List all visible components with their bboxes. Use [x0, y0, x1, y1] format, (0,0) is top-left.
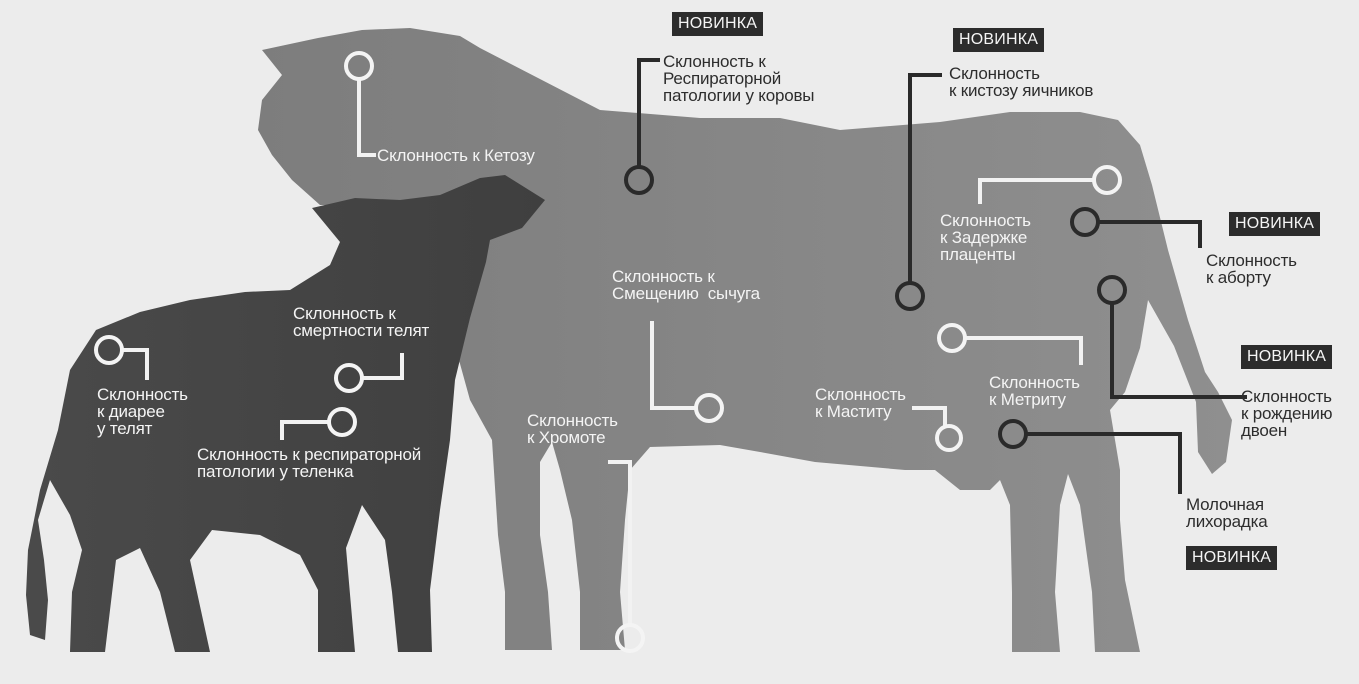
label-twins: Склонность к рождению двоен: [1241, 388, 1332, 439]
label-milk-fever: Молочная лихорадка: [1186, 496, 1267, 530]
label-mastitis: Склонность к Маститу: [815, 386, 906, 420]
label-lameness: Склонность к Хромоте: [527, 412, 618, 446]
label-placenta: Склонность к Задержке плаценты: [940, 212, 1031, 263]
new-badge-twins: НОВИНКА: [1241, 345, 1332, 369]
label-metritis: Склонность к Метриту: [989, 374, 1080, 408]
label-abortion: Склонность к аборту: [1206, 252, 1297, 286]
label-abomasum: Склонность к Смещению сычуга: [612, 268, 760, 302]
label-ovarian-cyst: Склонность к кистозу яичников: [949, 65, 1093, 99]
new-badge-ovarian-cyst: НОВИНКА: [953, 28, 1044, 52]
label-calf-diarrhea: Склонность к диарее у телят: [97, 386, 188, 437]
label-calf-resp: Склонность к респираторной патологии у т…: [197, 446, 421, 480]
new-badge-resp-cow: НОВИНКА: [672, 12, 763, 36]
label-resp-cow: Склонность к Респираторной патологии у к…: [663, 53, 814, 104]
label-ketosis: Склонность к Кетозу: [377, 147, 535, 164]
new-badge-milk-fever: НОВИНКА: [1186, 546, 1277, 570]
label-calf-mortality: Склонность к смертности телят: [293, 305, 429, 339]
new-badge-abortion: НОВИНКА: [1229, 212, 1320, 236]
